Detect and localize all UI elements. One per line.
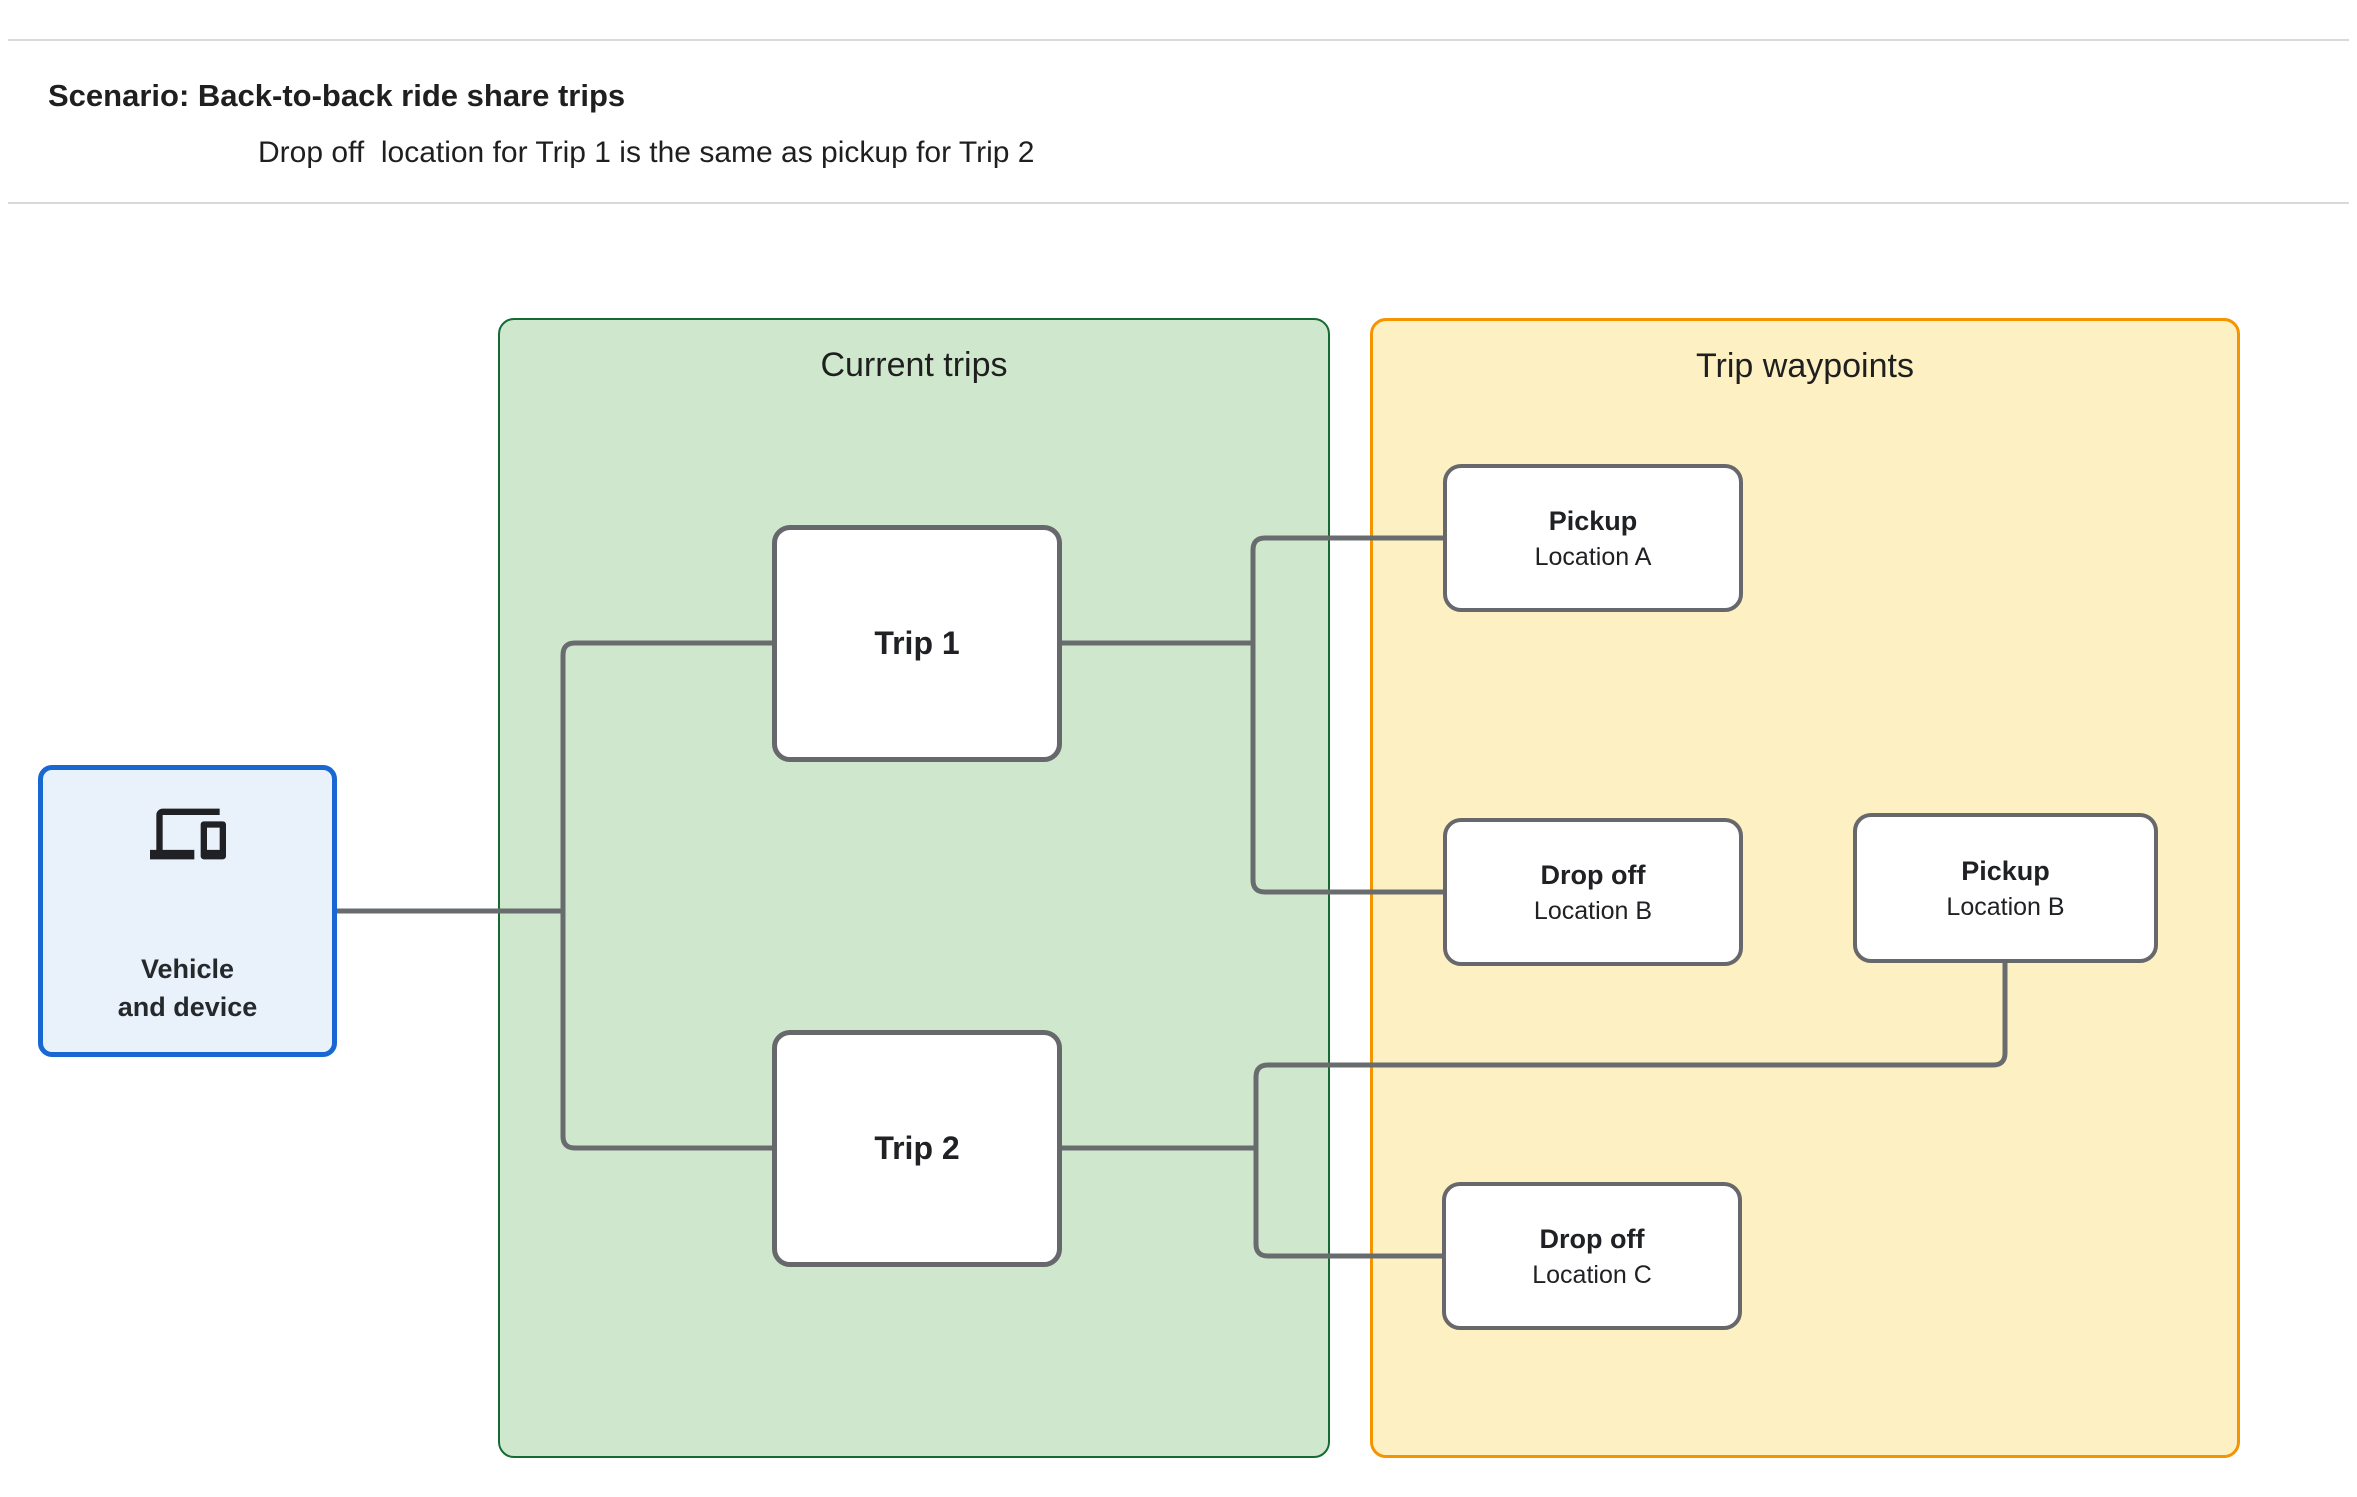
connector-pickup-b-to-dropoff-c bbox=[1253, 963, 2008, 1259]
trip-2-label: Trip 2 bbox=[874, 1130, 960, 1166]
header-bottom-divider bbox=[8, 202, 2349, 204]
vehicle-node-label: Vehicle and device bbox=[43, 950, 332, 1026]
vehicle-and-device-node: Vehicle and device bbox=[38, 765, 337, 1057]
connector-branch-to-trips bbox=[560, 640, 772, 1151]
pickup-a-title: Pickup bbox=[1548, 505, 1638, 536]
header-top-divider bbox=[8, 39, 2349, 41]
pickup-b-subtitle: Location B bbox=[1946, 892, 2065, 921]
dropoff-b-title: Drop off bbox=[1540, 859, 1646, 890]
dropoff-c-subtitle: Location C bbox=[1532, 1260, 1652, 1289]
dropoff-c-title: Drop off bbox=[1539, 1223, 1645, 1254]
pickup-b-title: Pickup bbox=[1961, 855, 2050, 886]
vehicle-label-line2: and device bbox=[117, 992, 258, 1022]
pickup-a-subtitle: Location A bbox=[1534, 542, 1652, 571]
pickup-location-b-node: Pickup Location B bbox=[1853, 813, 2158, 963]
dropoff-location-c-node: Drop off Location C bbox=[1442, 1182, 1742, 1330]
page-subtitle: Drop off location for Trip 1 is the same… bbox=[258, 136, 1035, 169]
page-title: Scenario: Back-to-back ride share trips bbox=[48, 78, 626, 113]
dropoff-location-b-node: Drop off Location B bbox=[1443, 818, 1743, 966]
vehicle-label-line1: Vehicle bbox=[140, 954, 235, 984]
trip-1-node: Trip 1 bbox=[772, 525, 1062, 762]
trip-waypoints-panel-title: Trip waypoints bbox=[1696, 347, 1914, 385]
pickup-location-a-node: Pickup Location A bbox=[1443, 464, 1743, 612]
laptop-and-phone-devices-icon bbox=[149, 808, 226, 860]
current-trips-panel-title: Current trips bbox=[820, 346, 1008, 384]
current-trips-panel: Current trips bbox=[498, 318, 1330, 1458]
trip-1-label: Trip 1 bbox=[874, 625, 960, 661]
connector-split-to-pickup-a-and-dropoff-b bbox=[1250, 535, 1443, 895]
trip-2-node: Trip 2 bbox=[772, 1030, 1062, 1267]
dropoff-b-subtitle: Location B bbox=[1533, 896, 1653, 925]
